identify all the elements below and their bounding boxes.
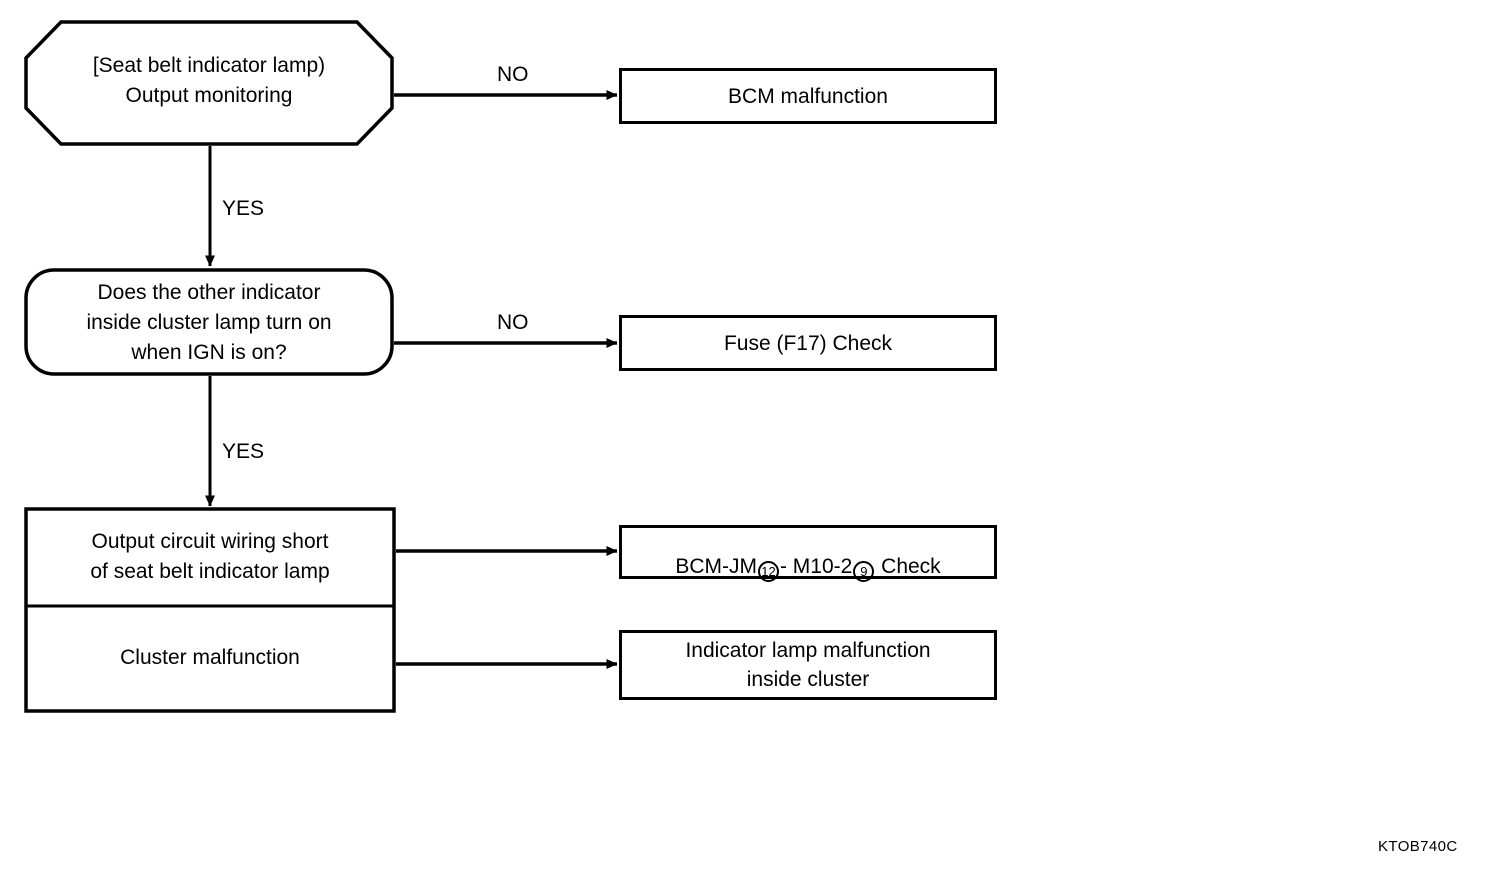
node-start[interactable]: [Seat belt indicator lamp) Output monito… (24, 20, 394, 146)
edge-label-decision-no: NO (497, 311, 529, 334)
edge-label-decision-yes: YES (222, 440, 265, 463)
node-decision-cluster-label: Does the other indicator inside cluster … (86, 281, 332, 364)
node-causes-cell-1-label: Output circuit wiring short of seat belt… (90, 530, 330, 583)
figure-code: KTOB740C (1378, 838, 1458, 855)
node-start-label: [Seat belt indicator lamp) Output monito… (92, 54, 326, 107)
connector-check-part-text-3: Check (875, 554, 941, 578)
node-indicator-malfunction[interactable]: Indicator lamp malfunction inside cluste… (619, 630, 997, 700)
node-bcm-malfunction-label: BCM malfunction (728, 84, 888, 108)
octagon-outline (24, 20, 394, 146)
circled-number-12: 12 (757, 560, 779, 582)
connector-check-part-text-1: BCM-JM (675, 554, 757, 578)
edge-label-start-yes: YES (222, 197, 265, 220)
edge-label-start-no: NO (497, 63, 529, 86)
node-fuse-check-label: Fuse (F17) Check (723, 331, 893, 355)
circled-number-9: 9 (853, 560, 875, 582)
node-causes-box[interactable]: Output circuit wiring short of seat belt… (24, 507, 396, 713)
node-bcm-malfunction[interactable]: BCM malfunction (619, 68, 997, 124)
node-decision-cluster[interactable]: Does the other indicator inside cluster … (24, 268, 394, 376)
connector-check-part-text-2: - M10-2 (779, 554, 853, 578)
rounded-rect-outline (24, 268, 394, 376)
node-indicator-malfunction-label: Indicator lamp malfunction inside cluste… (685, 639, 931, 691)
node-fuse-check[interactable]: Fuse (F17) Check (619, 315, 997, 371)
split-rect-outline (24, 507, 396, 713)
node-causes-cell-2-label: Cluster malfunction (120, 646, 300, 669)
